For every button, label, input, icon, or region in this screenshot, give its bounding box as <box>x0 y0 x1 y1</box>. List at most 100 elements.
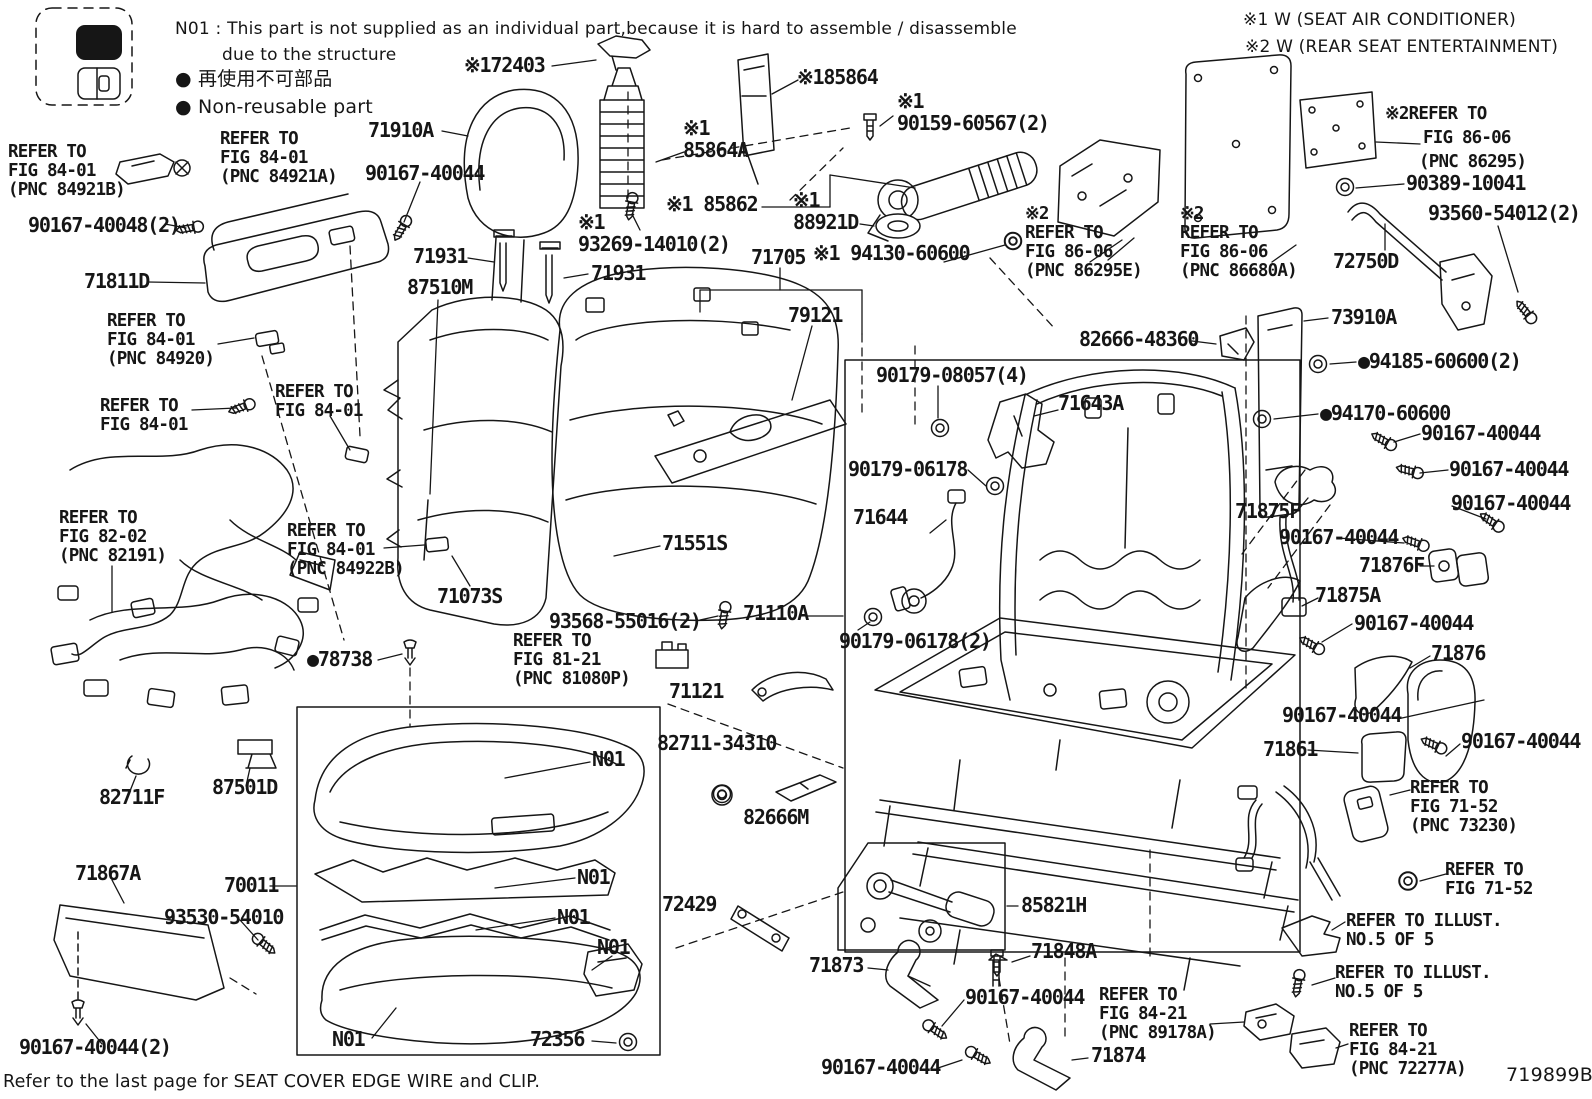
part-label-73910A: 73910A <box>1331 305 1397 329</box>
leader-line <box>1419 873 1447 882</box>
part-label-71931-right: 71931 <box>591 261 646 285</box>
seatback-pad-sketch <box>383 296 564 626</box>
grommet-icon <box>863 607 883 627</box>
leader-line <box>429 299 439 495</box>
screw-icon <box>922 1019 948 1040</box>
part-label-71876F: 71876F <box>1359 553 1425 577</box>
recliner-covers-sketch <box>1236 465 1490 784</box>
leader-line <box>1355 183 1405 189</box>
seat-sensor-sketch <box>1219 307 1307 617</box>
part-label-N01-1: N01 <box>592 747 626 771</box>
construction-dash-line <box>675 891 844 949</box>
screw-icon <box>964 1045 991 1066</box>
part-label-72403: ※172403 <box>464 53 546 77</box>
construction-dash-line <box>261 355 345 641</box>
part-label-82666-48360: 82666-48360 <box>1079 327 1199 351</box>
small-brackets-sketch <box>655 641 837 952</box>
leader-line <box>967 469 987 487</box>
construction-dash-line <box>667 703 844 769</box>
part-label-90167-40044-headrest: 90167-40044 <box>365 161 485 185</box>
part-label-90167-40044-b1: 90167-40044 <box>965 985 1085 1009</box>
part-label-85864: ※185864 <box>797 65 879 89</box>
part-label-71644: 71644 <box>853 505 908 529</box>
leader-line <box>1033 409 1059 417</box>
part-label-71874: 71874 <box>1091 1043 1146 1067</box>
screw-icon <box>175 220 205 235</box>
screw-icon <box>1299 635 1326 656</box>
leader-line <box>631 213 641 231</box>
leader-line <box>147 281 206 284</box>
part-label-N01-4: N01 <box>597 935 631 959</box>
part-label-71931-left: 71931 <box>413 244 468 268</box>
leader-line <box>1297 497 1309 511</box>
lumbar-cable-sketch <box>890 393 1055 614</box>
part-label-71867A: 71867A <box>75 861 141 885</box>
screw-icon <box>1516 300 1538 325</box>
leader-line <box>791 325 813 401</box>
leader-line <box>1497 225 1519 293</box>
leader-line <box>929 519 947 534</box>
leader-line <box>829 174 916 189</box>
leader-line <box>245 767 251 787</box>
construction-dash-line <box>789 147 844 201</box>
leader-line <box>451 555 471 587</box>
screw-icon <box>717 600 732 630</box>
note-n01-line1: N01 : This part is not supplied as an in… <box>175 19 1017 39</box>
leader-line <box>867 967 889 971</box>
part-label-90179-08057: 90179-08057(4) <box>876 363 1029 387</box>
leader-line <box>1191 340 1217 345</box>
leader-line <box>1301 597 1319 607</box>
part-label-71873: 71873 <box>809 953 864 977</box>
part-label-87510M: 87510M <box>407 275 473 299</box>
screw-icon <box>251 932 276 955</box>
leader-line <box>377 653 403 661</box>
anchor-hooks-sketch <box>885 939 1071 1091</box>
part-label-85862: ※1 85862 <box>666 192 759 216</box>
part-label-71551S: 71551S <box>662 531 728 555</box>
part-label-72429: 72429 <box>662 892 717 916</box>
part-label-N01-3: N01 <box>557 905 591 929</box>
screw-icon <box>1479 512 1505 533</box>
seat-frame-box <box>837 359 1301 991</box>
part-label-71705: 71705 <box>751 245 806 269</box>
part-label-82711-34310: 82711-34310 <box>657 731 777 755</box>
ref-fig86-06-pnc86295-l2: FIG 86-06 <box>1423 128 1511 148</box>
screw-icon <box>1291 968 1306 998</box>
grommet-icon <box>712 784 732 804</box>
part-label-94185-60600: ●94185-60600(2) <box>1358 349 1522 373</box>
part-label-90167-40044-r3: 90167-40044 <box>1451 491 1571 515</box>
construction-dash-line <box>989 257 1057 331</box>
screw-icon <box>624 191 639 221</box>
leader-line <box>1303 317 1329 322</box>
leader-line <box>943 244 1006 263</box>
grommet-icon <box>1335 177 1355 197</box>
part-label-N01-5: N01 <box>332 1027 366 1051</box>
push-pin-icon <box>71 999 85 1026</box>
leader-line <box>859 223 875 227</box>
part-label-90179-06178-2: 90179-06178(2) <box>839 629 992 653</box>
seat-air-conditioner-parts-sketch <box>597 35 1038 250</box>
part-label-90167-40044-b2: 90167-40044 <box>821 1055 941 1079</box>
legend-non-reusable-en: ● Non-reusable part <box>175 96 373 118</box>
part-label-90389-10041: 90389-10041 <box>1406 171 1526 195</box>
leader-line <box>551 59 597 67</box>
part-label-70011: 70011 <box>224 873 279 897</box>
part-label-82666M: 82666M <box>743 805 809 829</box>
front-shield-sketch <box>53 904 225 1005</box>
part-label-90167-40048: 90167-40048(2) <box>28 213 181 237</box>
leader-line <box>1375 141 1421 145</box>
part-label-93568-55016: 93568-55016(2) <box>549 609 702 633</box>
push-pin-icon <box>403 639 417 666</box>
ref-fig86-06-pnc86295-l1: ※2REFER TO <box>1385 104 1487 124</box>
